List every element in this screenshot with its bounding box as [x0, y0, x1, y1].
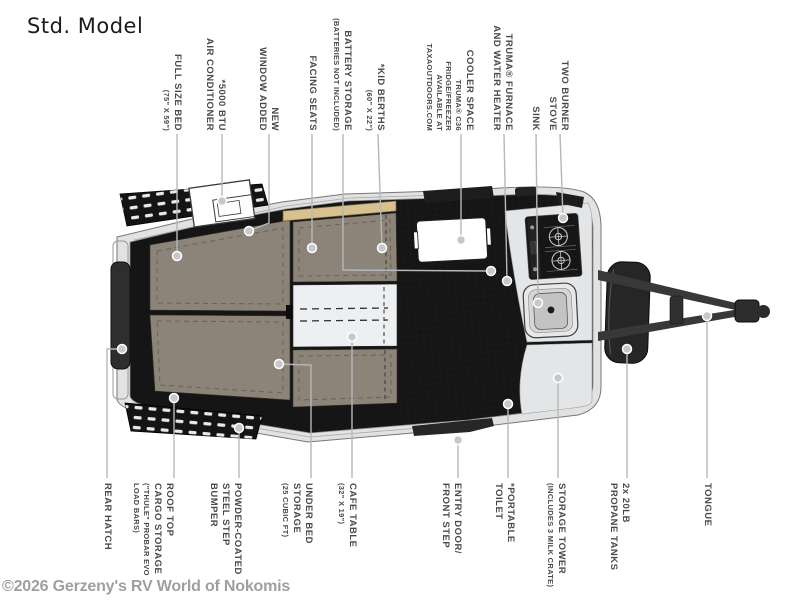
leader-dot-rear-hatch: [116, 343, 128, 355]
leader-dot-air-conditioner: [216, 195, 228, 207]
cooler-space-cutout: [413, 216, 492, 264]
sink-drain: [547, 306, 555, 314]
leader-dot-two-burner-stove: [557, 212, 569, 224]
callout-truma-furnace-line: TRUMA® FURNACE: [503, 33, 514, 131]
leader-dot-portable-toilet: [502, 398, 514, 410]
seat-cushion-top: [292, 212, 398, 283]
leader-dot-entry-door: [452, 434, 464, 446]
leader-dot-propane-tanks: [621, 343, 633, 355]
callout-roof-top-cargo-storage-line: ("THULE" PROBAR EVO: [142, 483, 151, 576]
callout-step-bumper-line: STEEL STEP: [220, 483, 231, 546]
burner-rear: [551, 250, 571, 271]
callout-portable-toilet-line: *PORTABLE: [505, 483, 516, 543]
cafe-table-surface: [292, 283, 398, 348]
leader-dot-under-bed-storage: [273, 358, 285, 370]
callout-kid-berths-line: (60" X 22"): [365, 89, 374, 131]
callout-propane-tanks-line: 2x 20LB: [620, 483, 631, 523]
callout-under-bed-storage-line: STORAGE: [291, 483, 302, 534]
callout-cooler-space-line: AVAILABLE AT: [435, 74, 444, 131]
callout-kid-berths-line: *KID BERTHS: [375, 63, 386, 131]
roof-handle: [514, 186, 538, 197]
seat-stitch-top: [298, 219, 392, 277]
callout-step-bumper-line: BUMPER: [208, 483, 219, 528]
watermark: ©2026 Gerzeny's RV World of Nokomis: [2, 578, 291, 595]
leader-dot-cooler-space: [455, 234, 467, 246]
callout-full-size-bed-line: FULL SIZE BED: [172, 53, 183, 131]
table-dash-2: [299, 319, 389, 322]
callout-two-burner-stove-line: STOVE: [547, 96, 558, 131]
callout-new-window-line: WINDOW ADDED: [257, 47, 268, 131]
page-title: Std. Model: [27, 14, 144, 38]
callout-cafe-table-line: CAFE TABLE: [347, 483, 358, 548]
bed-cushion-lower: [149, 314, 291, 401]
callout-step-bumper-line: POWDER-COATED: [232, 483, 243, 575]
leader-dot-new-window: [243, 225, 255, 237]
leader-new-window: [248, 134, 270, 232]
leader-lines: [106, 133, 713, 478]
callout-two-burner-stove-line: TWO BURNER: [559, 60, 570, 131]
leader-dot-kid-berths: [376, 242, 388, 254]
callout-cooler-space-line: COOLER SPACE: [464, 49, 475, 131]
leader-dot-roof-top-cargo-storage: [168, 392, 180, 404]
callout-roof-top-cargo-storage-line: ROOF TOP: [164, 483, 175, 537]
callout-rear-hatch-line: REAR HATCH: [102, 483, 113, 551]
bed-stitch-lower: [156, 320, 284, 394]
callout-under-bed-storage-line: UNDER BED: [303, 483, 314, 544]
callout-entry-door-line: ENTRY DOOR/: [452, 483, 463, 554]
leader-dot-cafe-table: [346, 331, 358, 343]
callout-truma-furnace-line: AND WATER HEATER: [491, 25, 502, 131]
entry-door-step: [412, 418, 494, 436]
callout-new-window-line: NEW: [269, 107, 280, 131]
tongue-jack: [669, 295, 684, 325]
callout-storage-tower-line: (INCLUDES 3 MILK CRATE): [546, 483, 555, 588]
callout-battery-storage-line: BATTERY STORAGE: [342, 30, 353, 131]
callout-cooler-space-line: FRIDGE/FREEZER: [444, 61, 454, 131]
leader-dot-step-bumper: [233, 422, 245, 434]
callout-tongue-line: TONGUE: [702, 483, 713, 527]
callout-cooler-space-line: TRUMA® C36: [454, 79, 463, 131]
callout-entry-door-line: FRONT STEP: [440, 483, 451, 549]
step-bumper-platform: [124, 402, 263, 440]
callout-under-bed-storage-line: (25 CUBIC FT): [281, 483, 290, 538]
table-dash-1: [299, 307, 389, 310]
callout-storage-tower-line: STORAGE TOWER: [556, 483, 567, 575]
callout-air-conditioner-line: *5000 BTU: [216, 79, 227, 132]
roof-trim-front-left: [423, 186, 494, 203]
battery-strip: [282, 200, 397, 222]
callout-cafe-table-line: (32" X 19"): [337, 483, 346, 525]
callout-air-conditioner-line: AIR CONDITIONER: [204, 38, 215, 131]
leader-dot-sink: [532, 297, 544, 309]
leader-dot-storage-tower: [552, 372, 564, 384]
sink-basin: [522, 282, 579, 339]
leader-truma-furnace: [503, 133, 508, 282]
leader-kid-berths: [377, 133, 383, 249]
callout-cooler-space-line: TAXAOUTDOORS.COM: [425, 43, 435, 131]
hitch-ball-socket: [757, 305, 770, 318]
bed-stitch-upper: [156, 227, 284, 305]
seat-cushion-bottom: [292, 348, 398, 408]
callout-roof-top-cargo-storage-line: CARGO STORAGE: [152, 483, 163, 575]
callout-portable-toilet-line: TOILET: [493, 483, 504, 520]
leader-dot-battery-storage: [485, 265, 497, 277]
leader-dot-truma-furnace: [501, 275, 513, 287]
callout-full-size-bed-line: (75" X 59"): [162, 89, 171, 131]
callout-facing-seats-line: FACING SEATS: [307, 55, 318, 132]
leader-dot-facing-seats: [306, 242, 318, 254]
leader-battery-storage: [342, 134, 492, 272]
burner-front: [548, 227, 568, 247]
leader-sink: [535, 133, 539, 304]
callout-roof-top-cargo-storage-line: LOAD BARS): [132, 483, 142, 534]
rear-hatch-bar: [110, 261, 131, 370]
leader-under-bed-storage: [278, 363, 312, 478]
callout-battery-storage-line: (BATTERIES NOT INCLUDED): [332, 18, 341, 131]
leader-two-burner-stove: [559, 133, 564, 219]
callout-propane-tanks-line: PROPANE TANKS: [608, 483, 619, 571]
leader-dot-full-size-bed: [171, 250, 183, 262]
leader-dot-tongue: [701, 310, 713, 322]
callout-sink-line: SINK: [530, 106, 541, 131]
